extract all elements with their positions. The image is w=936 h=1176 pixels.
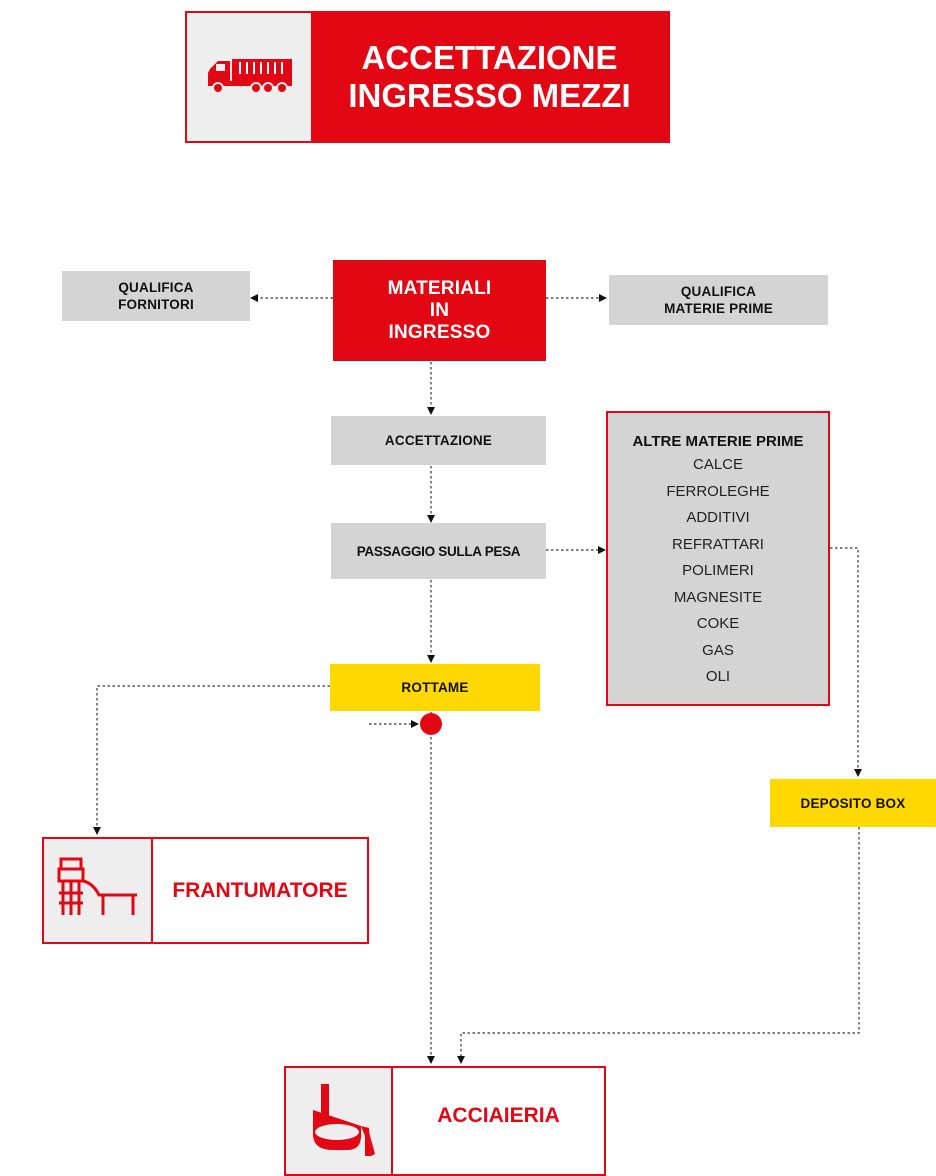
- list-item: POLIMERI: [682, 562, 754, 579]
- acciaieria-box: ACCIAIERIA: [284, 1066, 606, 1176]
- list-item: MAGNESITE: [673, 588, 763, 606]
- list-item: COKE: [696, 615, 740, 632]
- list-item: OLI: [705, 668, 731, 685]
- list-item: ADDITIVI: [686, 509, 750, 526]
- frantumatore-icon-cell: [44, 839, 153, 942]
- acciaieria-label: ACCIAIERIA: [437, 1104, 560, 1127]
- deposito-box: DEPOSITO BOX: [770, 779, 936, 827]
- acciaieria-icon-cell: [286, 1068, 393, 1174]
- altre-materie-prime-box: ALTRE MATERIE PRIME CALCE FERROLEGHE ADD…: [606, 411, 830, 706]
- list-item: REFRATTARI: [672, 535, 764, 553]
- rottame-box: ROTTAME: [330, 664, 540, 711]
- materiali-in-ingresso-box: MATERIALI IN INGRESSO: [333, 260, 546, 361]
- header-box: ACCETTAZIONE INGRESSO MEZZI: [185, 11, 670, 143]
- merge-point: [420, 713, 442, 735]
- arrow-deposito-to-acciaieria: [457, 802, 860, 1064]
- frantumatore-label: FRANTUMATORE: [172, 878, 348, 902]
- accettazione-box: ACCETTAZIONE: [331, 416, 546, 465]
- header-title: ACCETTAZIONE INGRESSO MEZZI: [311, 13, 668, 141]
- list-item: CALCE: [692, 456, 744, 473]
- shredder-icon: [53, 857, 143, 924]
- passaggio-pesa-box: PASSAGGIO SULLA PESA: [331, 523, 546, 579]
- truck-icon: [204, 55, 294, 100]
- list-item: FERROLEGHE: [666, 482, 770, 500]
- arrow-to-deposito-box: [830, 547, 862, 777]
- frantumatore-box: FRANTUMATORE: [42, 837, 369, 944]
- list-item: GAS: [702, 641, 734, 659]
- ladle-icon: [299, 1080, 379, 1163]
- qualifica-materie-prime-box: QUALIFICA MATERIE PRIME: [609, 275, 828, 325]
- header-icon-cell: [187, 13, 311, 141]
- arrow-to-frantumatore: [93, 685, 330, 835]
- qualifica-fornitori-box: QUALIFICA FORNITORI: [62, 271, 250, 321]
- altre-materie-prime-title: ALTRE MATERIE PRIME: [632, 433, 804, 450]
- altre-materie-prime-list: CALCE FERROLEGHE ADDITIVI REFRATTARI POL…: [608, 452, 828, 691]
